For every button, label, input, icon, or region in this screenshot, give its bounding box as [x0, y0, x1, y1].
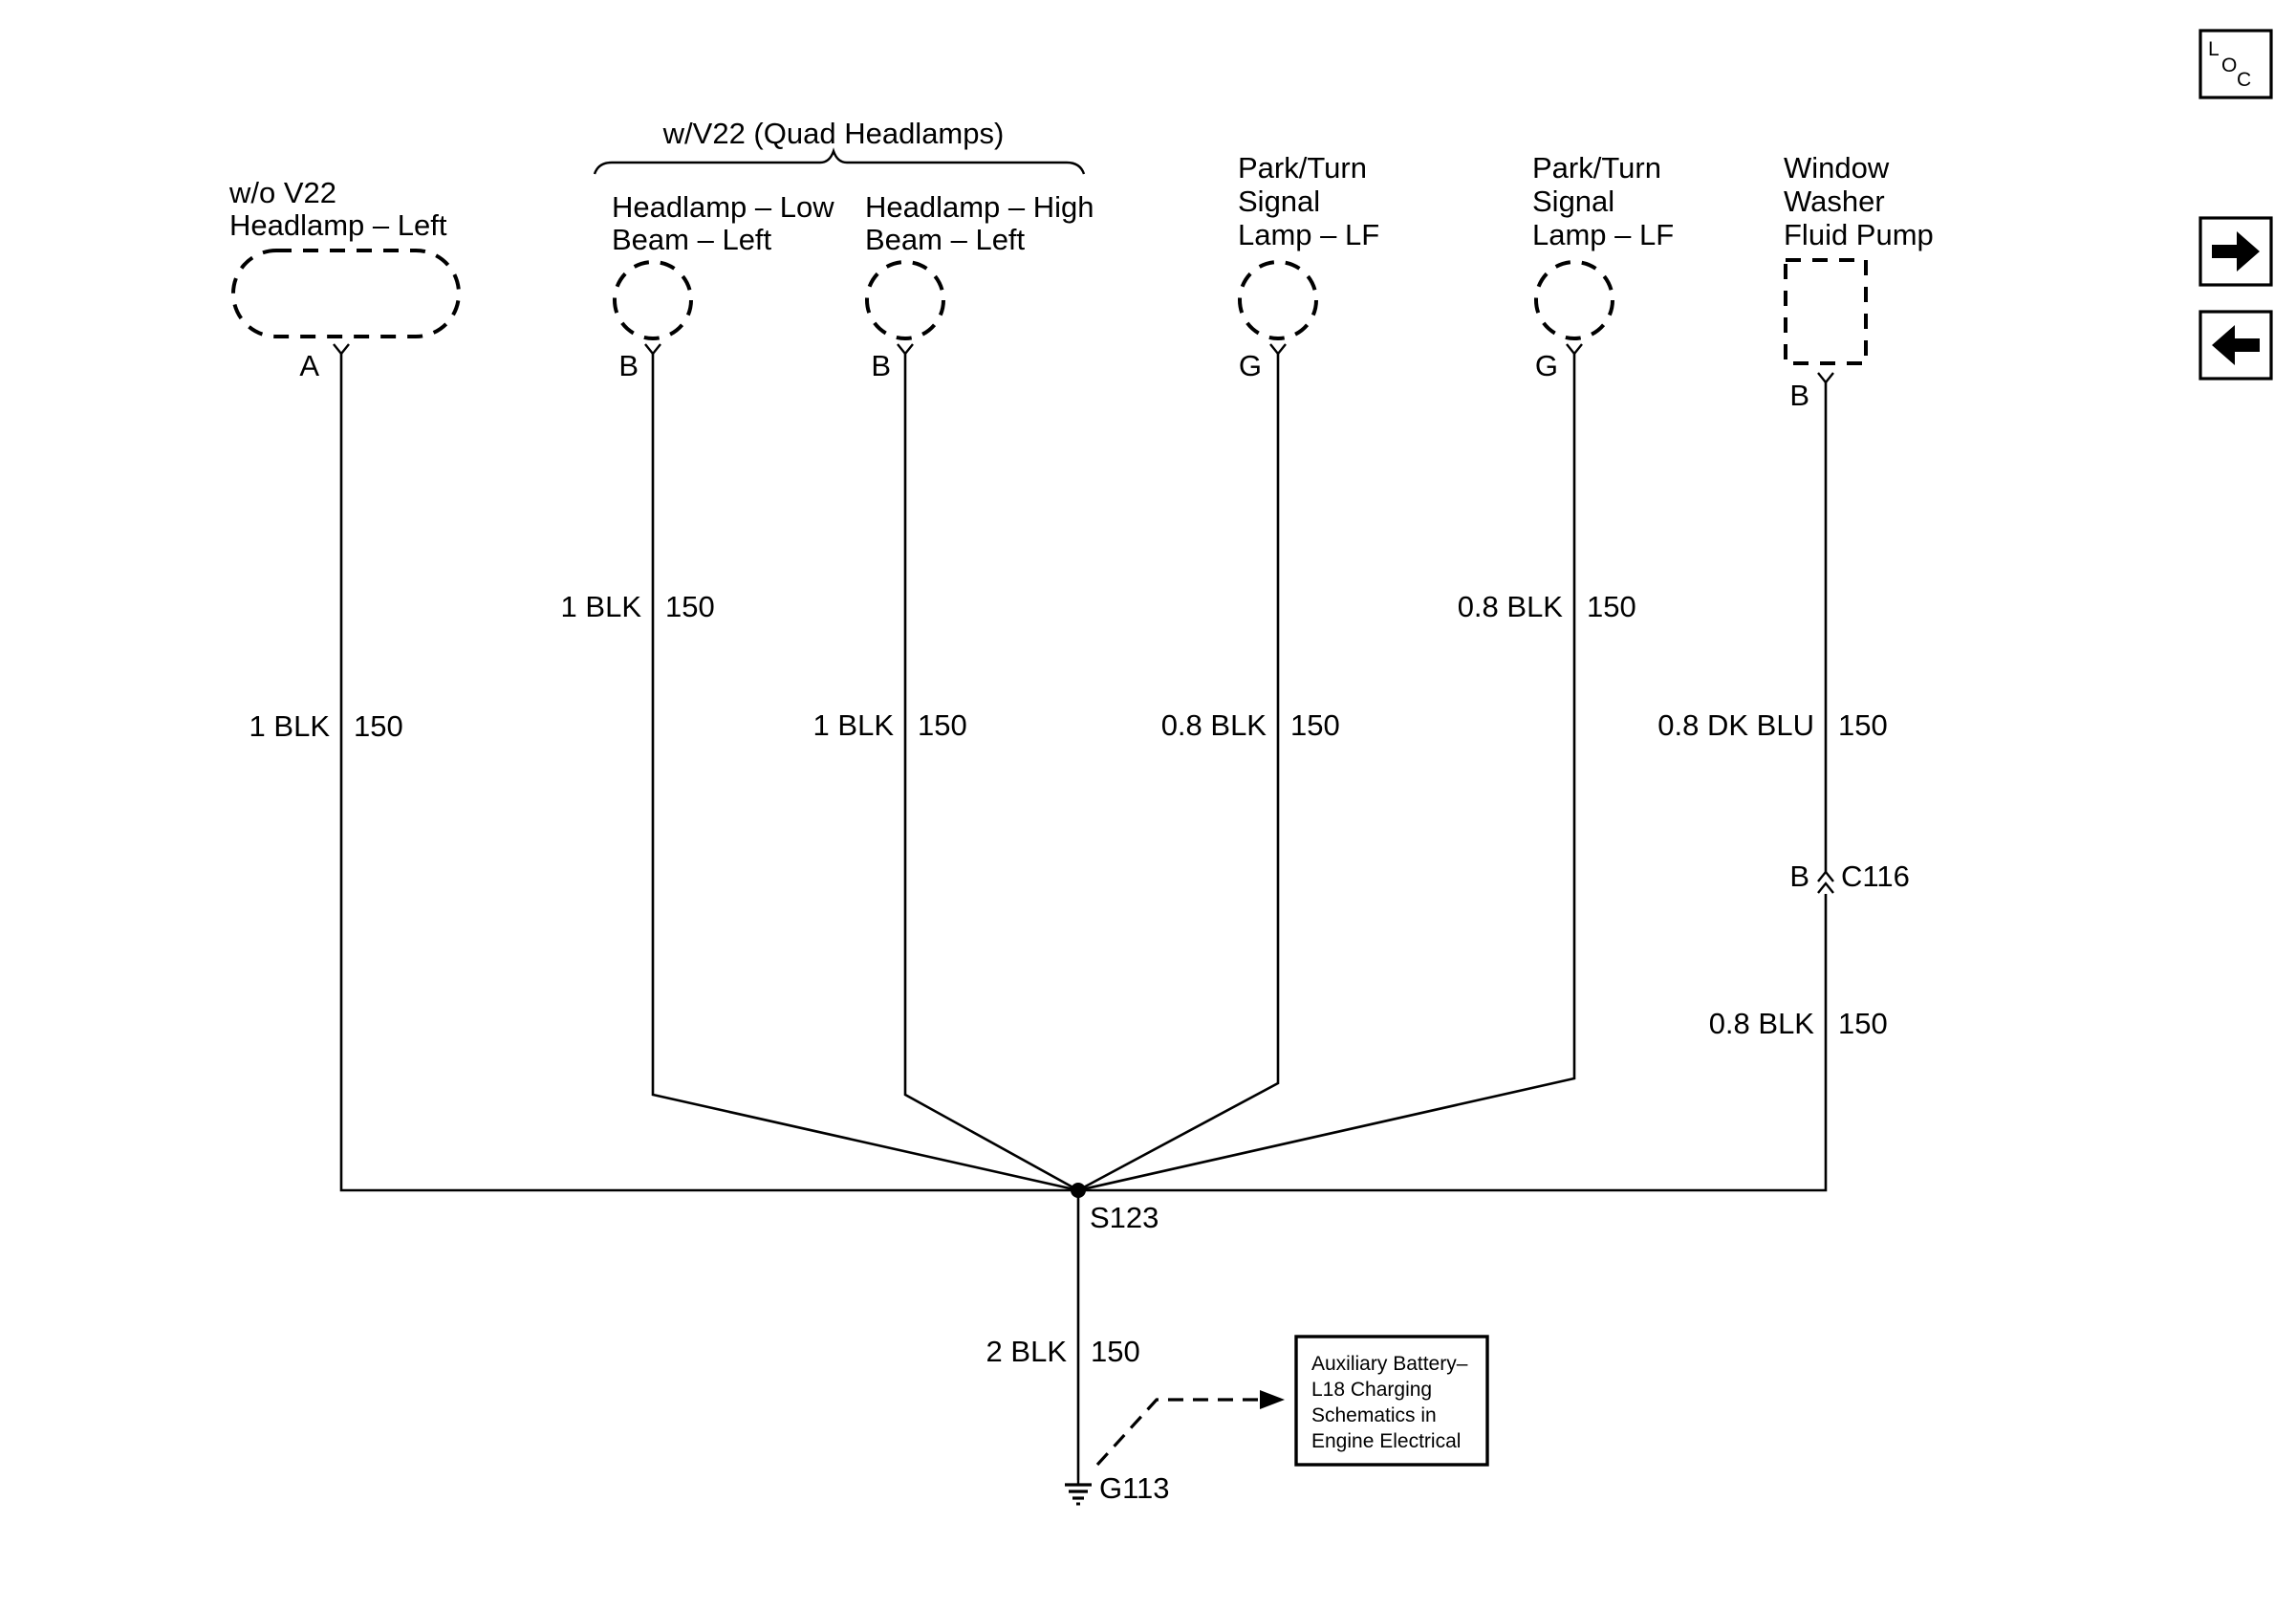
pin-g-park-2-label: G [1535, 349, 1558, 382]
washer-pump-label: Window Washer Fluid Pump [1784, 151, 1934, 251]
reference-arrowhead [1260, 1390, 1285, 1409]
headlamp-left-label: w/o V22 Headlamp – Left [228, 176, 447, 242]
wire-label-w1-color: 1 BLK [249, 709, 331, 743]
wire-label-w6b-circuit: 150 [1838, 1007, 1888, 1040]
svg-text:Headlamp – High: Headlamp – High [865, 190, 1094, 224]
wire-label-w2-circuit: 150 [665, 590, 715, 623]
svg-text:Headlamp – Low: Headlamp – Low [612, 190, 834, 224]
svg-text:Beam – Left: Beam – Left [612, 223, 772, 256]
wire-label-ground-circuit: 150 [1091, 1335, 1140, 1368]
wire-low-beam [651, 354, 1079, 1192]
svg-text:Signal: Signal [1532, 185, 1614, 218]
next-page-button[interactable] [2199, 216, 2273, 287]
wire-label-w6-circuit: 150 [1838, 708, 1888, 742]
wire-label-w1-circuit: 150 [354, 709, 403, 743]
wire-label-w4-circuit: 150 [1290, 708, 1340, 742]
wire-washer-lower [1078, 894, 1828, 1192]
wire-headlamp-left [339, 354, 1078, 1192]
wire-label-w5-circuit: 150 [1587, 590, 1636, 623]
wire-label-w5-color: 0.8 BLK [1458, 590, 1564, 623]
wire-label-w3-color: 1 BLK [813, 708, 895, 742]
svg-text:Window: Window [1784, 151, 1890, 185]
reference-line-4: Engine Electrical [1311, 1430, 1461, 1452]
c116-pin-label: B [1789, 859, 1809, 893]
low-beam-left-label: Headlamp – Low Beam – Left [612, 190, 834, 256]
ground-symbol [1065, 1480, 1092, 1506]
wire-label-ground-color: 2 BLK [986, 1335, 1068, 1368]
high-beam-left-label: Headlamp – High Beam – Left [865, 190, 1094, 256]
wire-high-beam [903, 354, 1079, 1192]
park-turn-signal-2-label: Park/Turn Signal Lamp – LF [1532, 151, 1674, 251]
wire-label-w2-color: 1 BLK [561, 590, 642, 623]
svg-text:Fluid Pump: Fluid Pump [1784, 218, 1934, 251]
washer-pump-symbol [1784, 258, 1868, 365]
svg-text:Beam – Left: Beam – Left [865, 223, 1026, 256]
svg-text:Lamp – LF: Lamp – LF [1238, 218, 1379, 251]
loc-letter-l: L [2208, 38, 2220, 60]
low-beam-left-symbol [613, 260, 693, 340]
svg-text:w/o V22: w/o V22 [228, 176, 336, 209]
pin-g-park-1-label: G [1239, 349, 1262, 382]
reference-line-1: Auxiliary Battery– [1311, 1353, 1468, 1375]
previous-page-button[interactable] [2199, 310, 2273, 381]
reference-line-2: L18 Charging [1311, 1379, 1432, 1401]
park-turn-signal-1-label: Park/Turn Signal Lamp – LF [1238, 151, 1379, 251]
pin-b-low-label: B [618, 349, 639, 382]
c116-label: C116 [1841, 859, 1910, 893]
arrow-right-icon [2212, 231, 2260, 272]
svg-text:Headlamp – Left: Headlamp – Left [229, 208, 447, 242]
svg-text:Park/Turn: Park/Turn [1532, 151, 1661, 185]
wire-label-w3-circuit: 150 [918, 708, 967, 742]
pin-b-washer-label: B [1789, 379, 1809, 412]
arrow-left-icon [2212, 325, 2260, 365]
wire-label-w4-color: 0.8 BLK [1161, 708, 1267, 742]
park-turn-signal-1-symbol [1238, 260, 1318, 340]
splice-label: S123 [1090, 1201, 1159, 1234]
loc-button[interactable]: L O C [2199, 29, 2273, 99]
pin-a-label: A [299, 349, 319, 382]
svg-text:Lamp – LF: Lamp – LF [1532, 218, 1674, 251]
headlamp-left-symbol [231, 249, 461, 338]
wire-label-w6-color: 0.8 DK BLU [1657, 708, 1814, 742]
loc-letter-c: C [2237, 69, 2251, 91]
reference-line-3: Schematics in [1311, 1404, 1437, 1426]
group-label-quad-headlamps: w/V22 (Quad Headlamps) [662, 117, 1005, 150]
group-brace [593, 147, 1086, 175]
reference-box[interactable]: Auxiliary Battery– L18 Charging Schemati… [1294, 1335, 1489, 1467]
wire-park-turn-1 [1077, 354, 1280, 1192]
c116-connector-mark [1817, 870, 1834, 894]
pin-b-high-label: B [871, 349, 891, 382]
wires [339, 354, 1828, 1480]
pin-marks [333, 343, 1834, 384]
svg-text:Washer: Washer [1784, 185, 1885, 218]
wire-label-w6b-color: 0.8 BLK [1709, 1007, 1815, 1040]
ground-label: G113 [1099, 1471, 1170, 1505]
svg-text:Park/Turn: Park/Turn [1238, 151, 1367, 185]
park-turn-signal-2-symbol [1534, 260, 1614, 340]
splice-dot [1071, 1183, 1086, 1198]
high-beam-left-symbol [865, 260, 945, 340]
loc-letter-o: O [2221, 54, 2237, 76]
reference-dashed-leader [1095, 1398, 1260, 1467]
svg-text:Signal: Signal [1238, 185, 1320, 218]
wire-park-turn-2 [1077, 354, 1576, 1192]
